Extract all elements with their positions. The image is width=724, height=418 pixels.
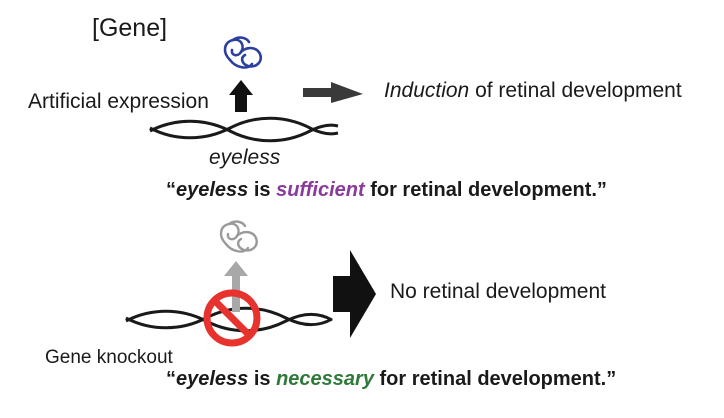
protein-blob-icon [219, 220, 258, 253]
protein-blob-icon [223, 36, 262, 69]
conclusion-sufficient: “eyeless is sufficient for retinal devel… [166, 179, 607, 202]
keyword-sufficient: sufficient [276, 179, 365, 201]
open-quote: “ [166, 368, 176, 390]
is-word: is [248, 368, 277, 390]
conclusion-necessary: “eyeless is necessary for retinal develo… [166, 368, 616, 391]
induction-rest: of retinal development [469, 79, 682, 102]
open-quote: “ [166, 179, 176, 201]
gene-knockout-label: Gene knockout [45, 347, 173, 368]
artificial-expression-label: Artificial expression [28, 90, 209, 113]
up-arrow-icon [224, 261, 248, 312]
gene-name: eyeless [176, 179, 249, 201]
keyword-necessary: necessary [276, 368, 374, 390]
up-arrow-icon [229, 80, 253, 112]
right-arrow-icon [303, 82, 363, 103]
heading: [Gene] [92, 14, 168, 42]
right-arrow-icon [333, 250, 376, 338]
conclusion-rest: for retinal development.” [364, 179, 607, 201]
gene-label: eyeless [209, 146, 281, 169]
dna-helix-icon [149, 116, 339, 143]
no-development-result: No retinal development [390, 280, 606, 303]
induction-emphasis: Induction [384, 79, 470, 102]
no-entry-sign-icon [203, 289, 261, 347]
induction-result: Induction of retinal development [384, 79, 682, 103]
gene-name: eyeless [176, 368, 249, 390]
is-word: is [248, 179, 277, 201]
conclusion-rest: for retinal development.” [373, 368, 617, 390]
